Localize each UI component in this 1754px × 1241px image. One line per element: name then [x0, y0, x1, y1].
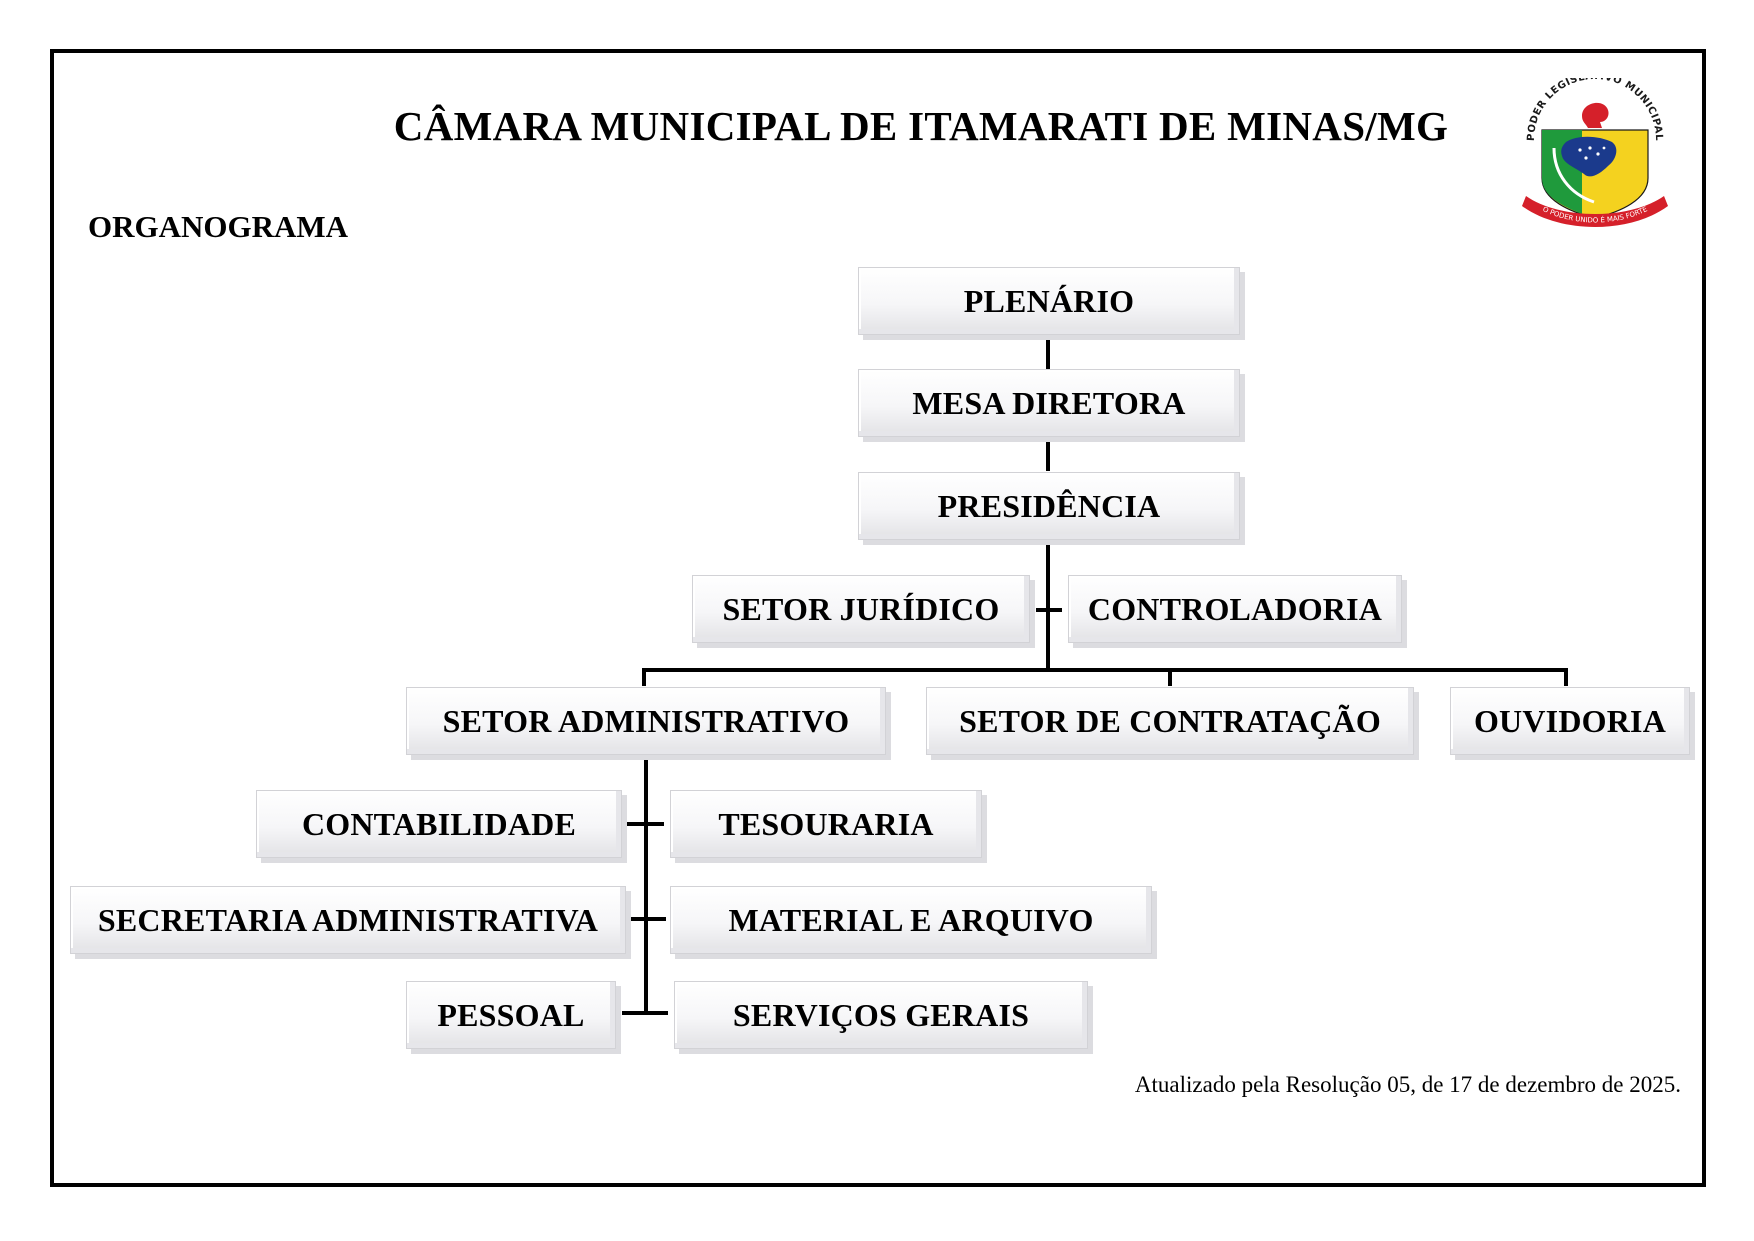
org-box-tesouraria: TESOURARIA: [670, 790, 982, 858]
org-box-setor-juridico: SETOR JURÍDICO: [692, 575, 1030, 643]
org-box-contabilidade: CONTABILIDADE: [256, 790, 622, 858]
org-box-setor-administrativo: SETOR ADMINISTRATIVO: [406, 687, 886, 755]
org-box-setor-contratacao: SETOR DE CONTRATAÇÃO: [926, 687, 1414, 755]
org-box-pessoal: PESSOAL: [406, 981, 616, 1049]
org-box-plenario: PLENÁRIO: [858, 267, 1240, 335]
org-box-controladoria: CONTROLADORIA: [1068, 575, 1402, 643]
update-footnote: Atualizado pela Resolução 05, de 17 de d…: [1134, 1072, 1681, 1097]
org-box-servicos-gerais: SERVIÇOS GERAIS: [674, 981, 1088, 1049]
org-box-secretaria-administrativa: SECRETARIA ADMINISTRATIVA: [70, 886, 626, 954]
org-box-ouvidoria: OUVIDORIA: [1450, 687, 1690, 755]
org-box-mesa-diretora: MESA DIRETORA: [858, 369, 1240, 437]
org-box-material-arquivo: MATERIAL E ARQUIVO: [670, 886, 1152, 954]
org-box-presidencia: PRESIDÊNCIA: [858, 472, 1240, 540]
diagram-subtitle: ORGANOGRAMA: [88, 209, 349, 244]
page-title: CÂMARA MUNICIPAL DE ITAMARATI DE MINAS/M…: [393, 103, 1449, 149]
coat-of-arms-logo: PODER LEGISLATIVO MUNICIPAL O PODER UNID…: [1522, 78, 1668, 227]
page-frame: [50, 49, 1706, 1187]
